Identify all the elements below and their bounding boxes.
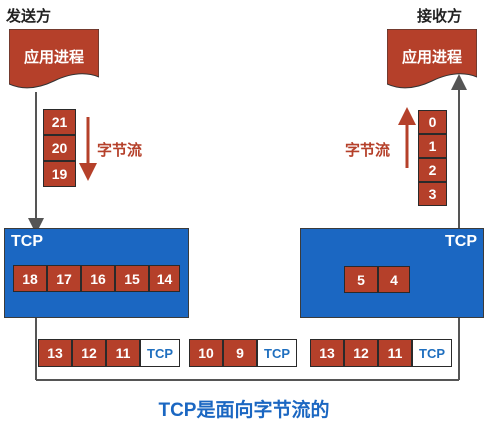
diagram-caption: TCP是面向字节流的 <box>158 400 330 421</box>
sender-process-label: 应用进程 <box>23 49 84 66</box>
segment-byte: 9 <box>223 339 257 367</box>
sender-buffer-byte: 18 <box>13 265 47 292</box>
sender-tcp-label: TCP <box>11 233 43 250</box>
segment-tcp-header: TCP <box>412 339 452 367</box>
receiver-buffer-byte: 5 <box>344 266 378 293</box>
receiver-stream-label: 字节流 <box>345 142 391 159</box>
segment-tcp-header: TCP <box>140 339 180 367</box>
sender-queue-byte: 19 <box>43 161 76 187</box>
sender-title: 发送方 <box>6 8 52 25</box>
receiver-queue-byte: 2 <box>418 158 447 182</box>
receiver-tcp-label: TCP <box>445 233 477 250</box>
segment-byte: 13 <box>310 339 344 367</box>
sender-buffer-byte: 15 <box>115 265 149 292</box>
receiver-queue-byte: 0 <box>418 110 447 134</box>
receiver-process-shape <box>387 29 477 89</box>
sender-buffer-byte: 14 <box>149 265 180 292</box>
segment-byte: 13 <box>38 339 72 367</box>
segment-byte: 10 <box>189 339 223 367</box>
sender-queue-byte: 21 <box>43 109 76 135</box>
receiver-buffer-byte: 4 <box>378 266 410 293</box>
segment-tcp-header: TCP <box>257 339 297 367</box>
receiver-process-label: 应用进程 <box>401 49 462 66</box>
segment-byte: 12 <box>344 339 378 367</box>
segment-byte: 11 <box>106 339 140 367</box>
sender-buffer-byte: 17 <box>47 265 81 292</box>
receiver-title: 接收方 <box>417 8 463 25</box>
sender-stream-label: 字节流 <box>97 142 143 159</box>
sender-queue-byte: 20 <box>43 135 76 161</box>
segment-byte: 12 <box>72 339 106 367</box>
segment-byte: 11 <box>378 339 412 367</box>
sender-process-shape <box>9 29 99 89</box>
receiver-queue-byte: 1 <box>418 134 447 158</box>
sender-buffer-byte: 16 <box>81 265 115 292</box>
receiver-queue-byte: 3 <box>418 182 447 206</box>
